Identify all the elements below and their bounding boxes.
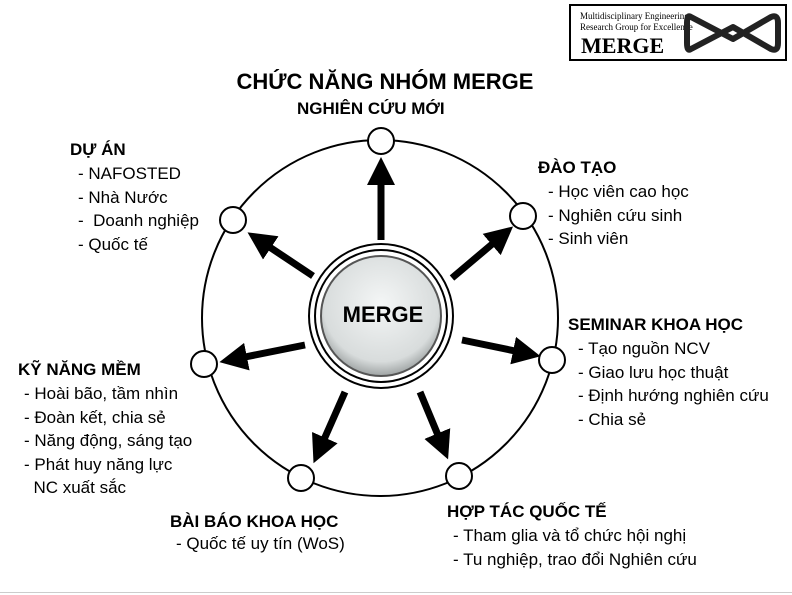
group-title: HỢP TÁC QUỐC TẾ	[447, 502, 607, 521]
group-item: - Quốc tế	[78, 234, 148, 254]
research-title: NGHIÊN CỨU MỚI	[297, 99, 445, 118]
group-item: - Nhà Nước	[78, 187, 168, 207]
group-item: - Tạo nguồn NCV	[578, 339, 710, 358]
group-item: - Nghiên cứu sinh	[548, 205, 683, 225]
logo-name: MERGE	[581, 33, 665, 58]
group-item: - Doanh nghiệp	[78, 211, 199, 230]
center-button	[320, 255, 442, 377]
group-item: - Hoài bão, tầm nhìn	[24, 384, 179, 403]
node-training	[509, 202, 537, 230]
group-seminar: SEMINAR KHOA HỌC - Tạo nguồn NCV - Giao …	[568, 315, 769, 431]
group-cooperation: HỢP TÁC QUỐC TẾ - Tham glia và tổ chức h…	[447, 502, 697, 571]
arrow-softskills	[219, 341, 306, 371]
group-papers: BÀI BÁO KHOA HỌC - Quốc tế uy tín (WoS)	[170, 512, 345, 556]
center-label: MERGE	[342, 302, 424, 327]
arrow-papers	[312, 390, 349, 464]
node-papers	[287, 464, 315, 492]
infinity-ribbon-icon	[684, 13, 781, 53]
group-item: - Phát huy năng lực	[24, 454, 173, 474]
group-item: NC xuất sắc	[24, 478, 127, 497]
group-item: - Tu nghiệp, trao đổi Nghiên cứu	[453, 549, 697, 569]
group-softskills: KỸ NĂNG MỀM - Hoài bão, tầm nhìn - Đoàn …	[18, 360, 192, 500]
bottom-divider	[0, 592, 792, 593]
logo-line1: Multidisciplinary Engineering	[580, 11, 689, 21]
group-title: ĐÀO TẠO	[538, 158, 617, 177]
node-projects	[219, 206, 247, 234]
group-item: - Sinh viên	[548, 229, 629, 248]
arrows	[219, 157, 541, 464]
group-projects: DỰ ÁN - NAFOSTED - Nhà Nước - Doanh nghi…	[70, 140, 199, 256]
group-training: ĐÀO TẠO - Học viên cao học - Nghiên cứu …	[538, 158, 689, 251]
group-item: - NAFOSTED	[78, 164, 181, 183]
group-title: SEMINAR KHOA HỌC	[568, 315, 744, 334]
arrow-seminar	[461, 336, 541, 365]
logo-line2: Research Group for Excellence	[580, 22, 693, 32]
group-item: - Năng động, sáng tạo	[24, 431, 193, 450]
arrow-training	[449, 226, 514, 281]
merge-logo: Multidisciplinary Engineering Research G…	[569, 4, 787, 61]
group-title: BÀI BÁO KHOA HỌC	[170, 512, 339, 531]
node-softskills	[190, 350, 218, 378]
group-item: - Tham glia và tổ chức hội nghị	[453, 526, 687, 545]
node-seminar	[538, 346, 566, 374]
group-item: - Giao lưu học thuật	[578, 362, 729, 382]
arrow-cooperation	[416, 390, 451, 460]
page-title: CHỨC NĂNG NHÓM MERGE	[236, 69, 534, 94]
group-item: - Học viên cao học	[548, 182, 689, 201]
group-title: DỰ ÁN	[70, 140, 126, 159]
node-research	[367, 127, 395, 155]
nodes	[190, 127, 566, 492]
group-item: - Chia sẻ	[578, 409, 647, 429]
group-item: - Quốc tế uy tín (WoS)	[176, 534, 345, 553]
group-item: - Định hướng nghiên cứu	[578, 386, 769, 405]
arrow-projects	[247, 232, 315, 279]
group-title: KỸ NĂNG MỀM	[18, 360, 141, 379]
group-item: - Đoàn kết, chia sẻ	[24, 407, 166, 427]
node-cooperation	[445, 462, 473, 490]
